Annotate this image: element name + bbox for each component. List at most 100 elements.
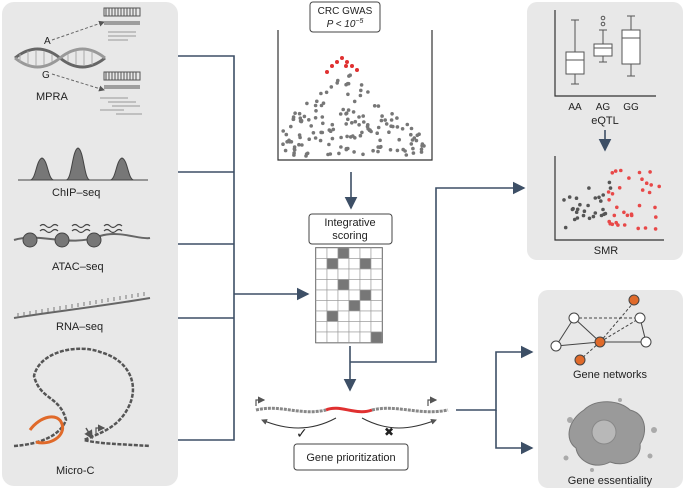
smr-point-significant: [653, 227, 658, 231]
significant-point: [350, 64, 354, 68]
prioritization-label: Gene prioritization: [306, 452, 395, 464]
score-cell: [370, 321, 383, 333]
score-cell: [326, 268, 339, 280]
manhattan-point: [344, 146, 349, 151]
score-cell: [370, 331, 383, 343]
smr-point-significant: [610, 192, 615, 196]
score-cell: [359, 331, 372, 343]
manhattan-point: [390, 112, 394, 116]
smr-point: [587, 186, 591, 190]
prioritization-box: [293, 443, 409, 471]
smr-point: [599, 199, 603, 203]
manhattan-point: [315, 99, 319, 104]
smr-point-significant: [617, 186, 622, 190]
allele-g-label: G: [42, 70, 50, 81]
significant-point: [330, 64, 334, 68]
manhattan-point: [352, 99, 357, 104]
manhattan-point: [321, 121, 325, 126]
smr-point: [571, 206, 575, 211]
chip-seq-label: ChIP–seq: [52, 187, 100, 199]
score-cell: [370, 258, 383, 270]
manhattan-point: [366, 90, 370, 94]
smr-point-significant: [627, 176, 631, 180]
manhattan-point: [292, 151, 296, 155]
smr-point: [591, 214, 596, 219]
score-cell: [315, 289, 328, 301]
score-cell: [359, 279, 372, 291]
smr-axes: [554, 156, 664, 241]
micro-c-group: Micro-C: [13, 347, 151, 477]
score-cell: [326, 289, 339, 301]
smr-point-significant: [613, 169, 618, 173]
dna-helix-icon: [14, 47, 106, 69]
gwas-exponent: −5: [355, 18, 363, 25]
score-cell: [315, 247, 328, 259]
score-cell: [326, 321, 339, 333]
score-cell: [326, 279, 339, 291]
manhattan-point: [366, 123, 370, 127]
score-cell: [337, 258, 350, 270]
score-cell: [359, 289, 372, 301]
score-cell: [348, 310, 361, 322]
smr-point: [587, 216, 592, 221]
manhattan-point: [400, 127, 405, 131]
manhattan-point: [281, 142, 285, 146]
smr-point-significant: [610, 171, 615, 175]
manhattan-point: [324, 90, 329, 95]
manhattan-point: [287, 140, 292, 144]
manhattan-point: [302, 114, 307, 119]
manhattan-point: [359, 88, 363, 93]
manhattan-point: [405, 122, 410, 127]
manhattan-point: [369, 129, 373, 134]
eqtl-tick-label: AG: [596, 102, 611, 113]
score-cell: [315, 310, 328, 322]
significant-point: [340, 56, 344, 60]
score-cell: [348, 258, 361, 270]
score-cell: [315, 279, 328, 291]
manhattan-point: [376, 104, 381, 108]
manhattan-point: [362, 120, 366, 124]
manhattan-point: [328, 152, 333, 156]
smr-point: [575, 216, 580, 220]
score-cell: [337, 268, 350, 280]
manhattan-point: [339, 145, 343, 149]
manhattan-point: [361, 114, 366, 118]
manhattan-point: [359, 83, 364, 87]
eqtl-tick-label: GG: [623, 102, 639, 113]
manhattan-point: [314, 109, 318, 113]
manhattan-point: [358, 133, 363, 138]
smr-point-significant: [649, 183, 653, 187]
manhattan-point: [395, 116, 399, 120]
manhattan-point: [346, 117, 350, 122]
manhattan-point: [313, 116, 318, 120]
eqtl-box: [565, 51, 585, 75]
manhattan-point: [284, 132, 289, 137]
manhattan-point: [285, 140, 289, 144]
manhattan-point: [345, 134, 349, 139]
smr-point-significant: [614, 220, 618, 225]
scoring-group: Integrative scoring: [308, 213, 393, 344]
scoring-line1: Integrative: [324, 217, 375, 229]
significant-point: [355, 68, 359, 72]
mpra-group: A G MPRA: [14, 7, 142, 115]
rna-seq-group: RNA–seq: [13, 292, 151, 333]
manhattan-point: [397, 137, 402, 142]
smr-point-significant: [640, 177, 644, 181]
manhattan-point: [351, 110, 356, 114]
score-cell: [337, 279, 350, 291]
manhattan-point: [338, 112, 343, 116]
smr-point-significant: [615, 205, 619, 210]
smr-point-significant: [637, 203, 642, 208]
score-cell: [370, 289, 383, 301]
manhattan-point: [320, 130, 325, 135]
manhattan-point: [414, 138, 419, 143]
network-nodes: [550, 294, 652, 366]
manhattan-point: [384, 122, 389, 126]
manhattan-point: [419, 147, 424, 152]
manhattan-point: [360, 130, 364, 135]
manhattan-point: [410, 138, 415, 142]
reads-stack-a-icon: [103, 7, 141, 41]
manhattan-point: [320, 115, 325, 119]
